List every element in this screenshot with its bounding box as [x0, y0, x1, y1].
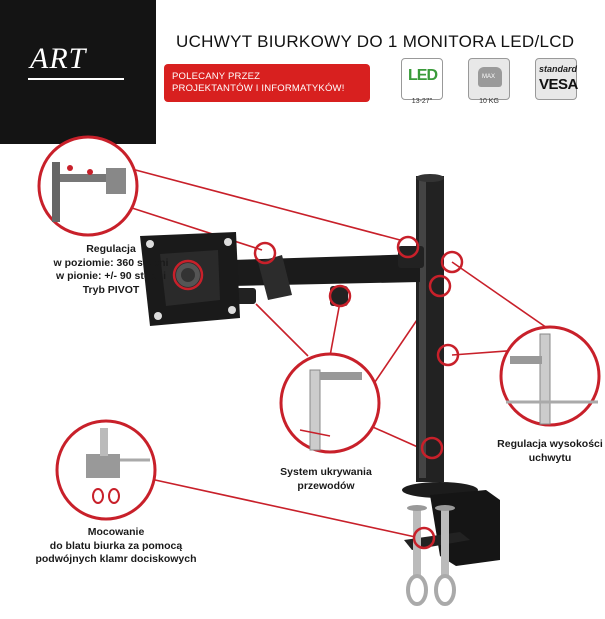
- detail-clamp: [55, 419, 157, 521]
- weight-shape: [478, 67, 502, 87]
- clamp-screws: [406, 505, 456, 606]
- weight-icon: MAX: [468, 58, 510, 100]
- caption-cable-system: System ukrywania przewodów: [280, 466, 372, 492]
- vesa-icon: standard VESA: [535, 58, 578, 100]
- caption-mount: Mocowanie do blatu biurka za pomocą podw…: [35, 526, 197, 565]
- led-icon: LED: [401, 58, 443, 100]
- detail-rotation: [37, 135, 139, 237]
- banner-line-2: PROJEKTANTÓW I INFORMATYKÓW!: [172, 83, 345, 94]
- callout-markers: [172, 235, 464, 550]
- weight-max-text: MAX: [482, 74, 496, 80]
- vesa-text: VESA: [539, 76, 578, 93]
- desk-clamp: [430, 490, 500, 566]
- product-title: UCHWYT BIURKOWY DO 1 MONITORA LED/LCD: [176, 32, 575, 51]
- detail-cable: [279, 352, 381, 454]
- led-size-label: 13-27": [411, 98, 433, 105]
- banner-line-1: POLECANY PRZEZ: [172, 71, 261, 82]
- logo-text: ART: [30, 42, 87, 75]
- caption-height: Regulacja wysokości uchwytu: [497, 438, 603, 464]
- led-badge-text: LED: [408, 67, 438, 84]
- vesa-standard-text: standard: [539, 64, 578, 74]
- detail-height: [499, 325, 601, 427]
- recommendation-banner: POLECANY PRZEZ PROJEKTANTÓW I INFORMATYK…: [164, 64, 370, 102]
- logo-underline: [28, 78, 124, 80]
- weight-label: 10 KG: [479, 98, 499, 105]
- brand-logo: ART: [0, 0, 156, 144]
- caption-rotation: Regulacja w poziomie: 360 stopni w pioni…: [53, 243, 169, 296]
